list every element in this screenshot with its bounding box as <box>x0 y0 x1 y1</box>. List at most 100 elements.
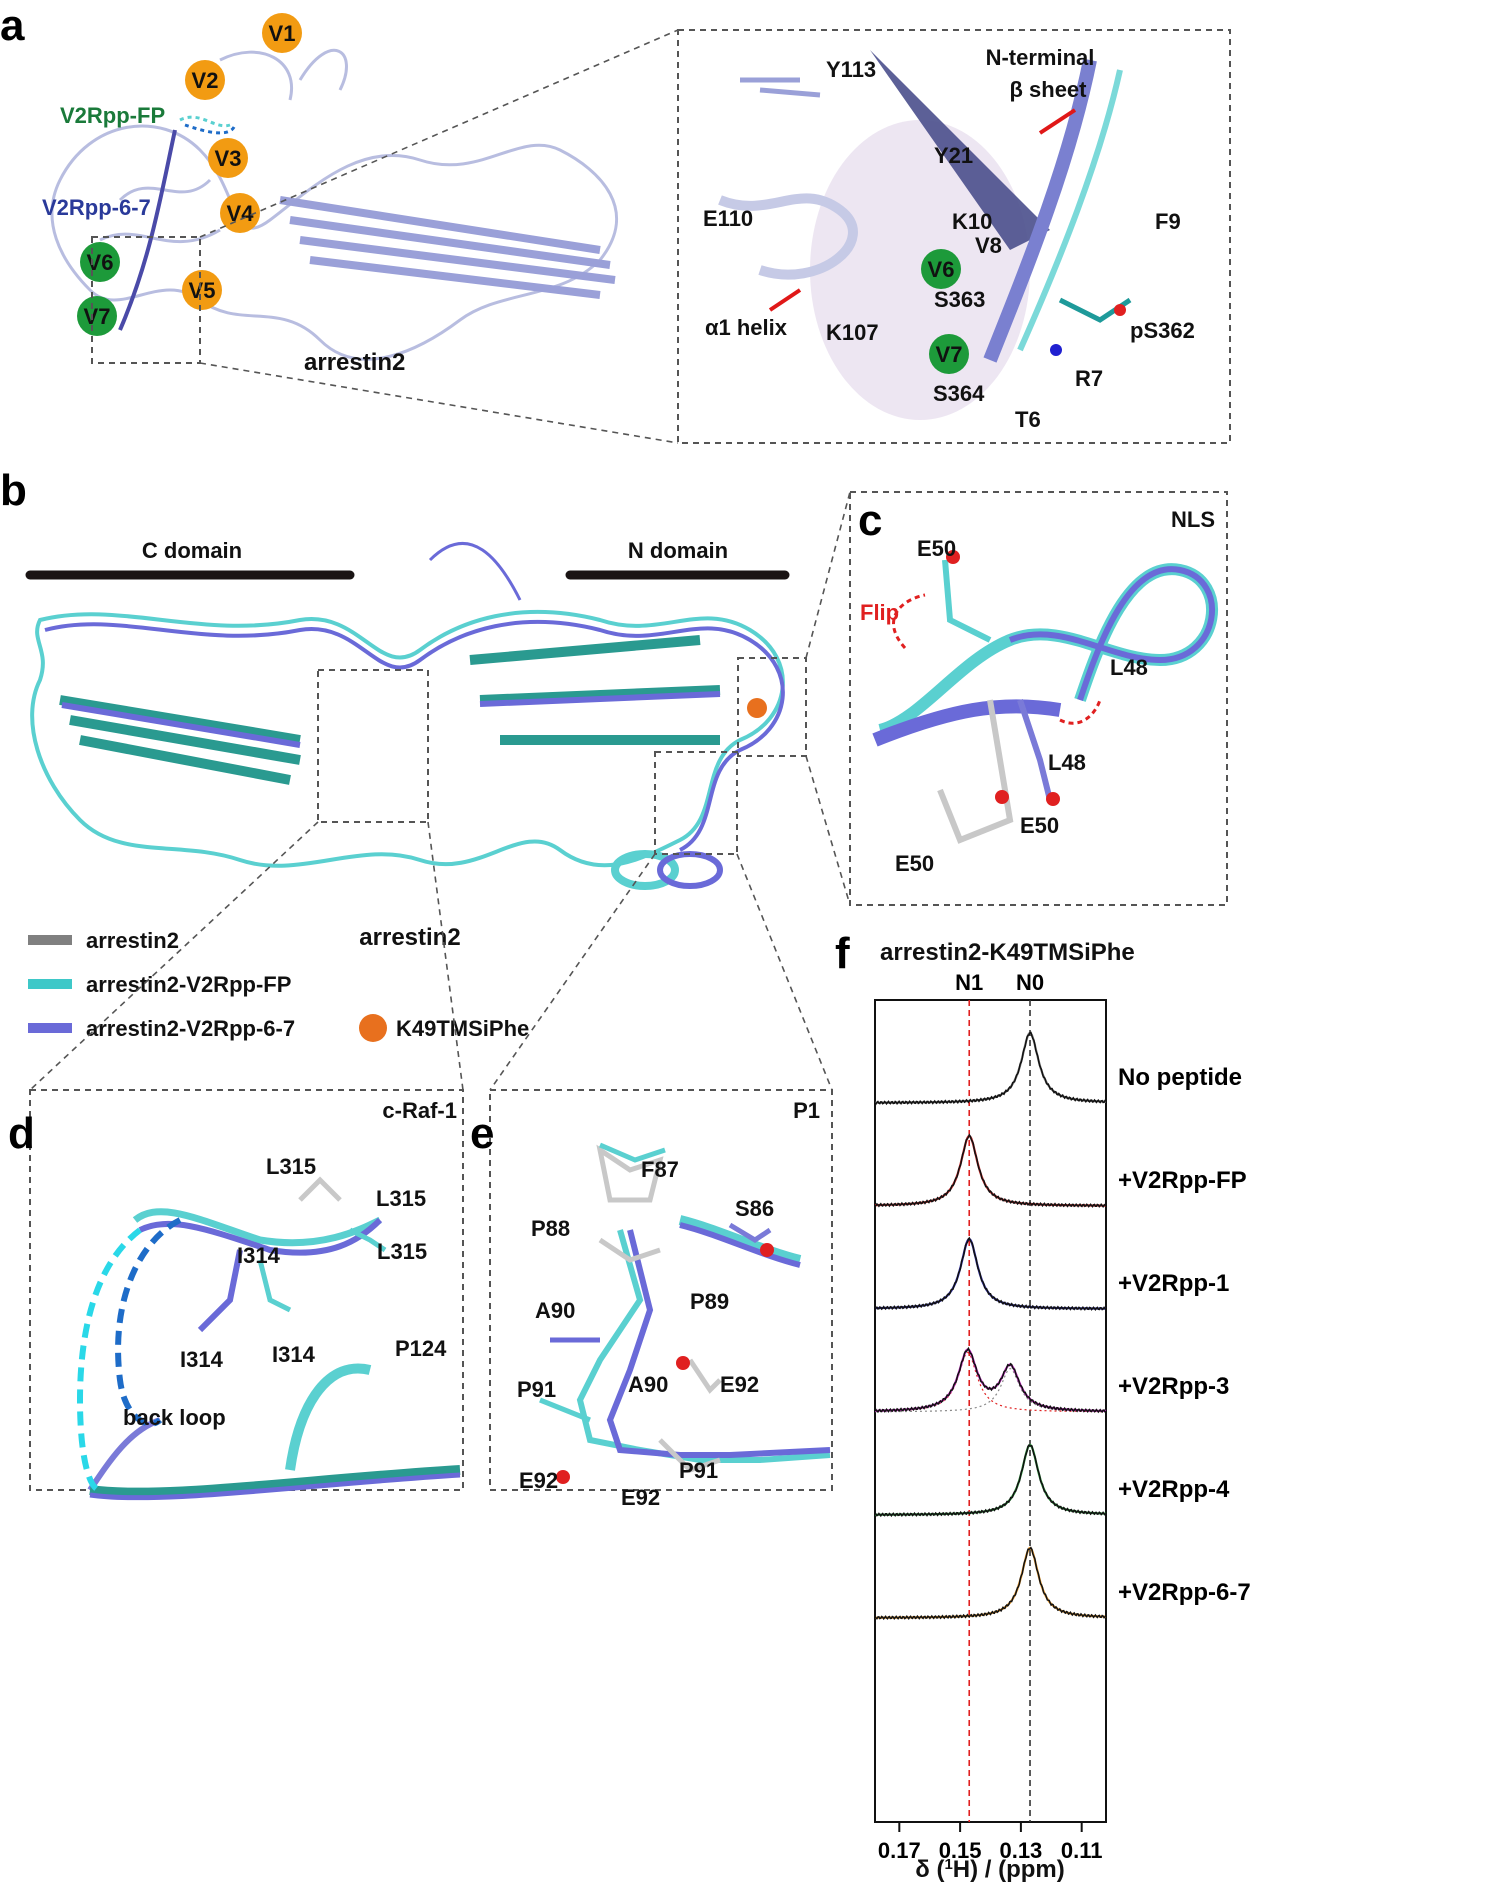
panel-a-inset-structure <box>718 50 1132 420</box>
peak-label-n1: N1 <box>955 970 983 995</box>
label-v8: V8 <box>975 233 1002 258</box>
v2rpp-67-dashed <box>184 123 237 135</box>
label-t6: T6 <box>1015 407 1041 432</box>
label-c-e50-top: E50 <box>917 536 956 561</box>
marker-v6: V6 <box>80 242 120 282</box>
marker-v1: V1 <box>262 13 302 53</box>
spectrum-fit-line <box>875 1031 1107 1104</box>
label-v2rpp-67: V2Rpp-6-7 <box>42 195 151 220</box>
label-e-p89: P89 <box>690 1289 729 1314</box>
zoom-line-c2 <box>805 755 851 906</box>
label-d-p124: P124 <box>395 1336 447 1361</box>
panel-c-structure <box>872 559 1218 844</box>
label-f9: F9 <box>1155 209 1181 234</box>
label-c-e50-c: E50 <box>895 851 934 876</box>
label-ps362: pS362 <box>1130 318 1195 343</box>
zoom-line-a1 <box>199 29 679 238</box>
label-y21: Y21 <box>934 143 973 168</box>
e-atom-3 <box>760 1243 774 1257</box>
spectrum-fit-line <box>875 1134 1106 1207</box>
label-d-i314-b: I314 <box>180 1347 224 1372</box>
label-d-l315-b: L315 <box>376 1186 426 1211</box>
spectrum-line <box>874 1031 1107 1106</box>
zoom-box-a <box>91 236 201 364</box>
panel-a-inset-frame <box>677 29 1231 444</box>
label-e-e92-a: E92 <box>720 1372 759 1397</box>
label-y113: Y113 <box>826 57 876 82</box>
zoom-line-e1 <box>489 853 656 1091</box>
label-s363: S363 <box>934 287 985 312</box>
legend-label-arrestin2: arrestin2 <box>86 928 179 953</box>
label-c-e50-b: E50 <box>1020 813 1059 838</box>
label-d-i314-a: I314 <box>237 1243 281 1268</box>
label-c-l48-a: L48 <box>1110 655 1148 680</box>
legend-label-sphere: K49TMSiPhe <box>396 1016 529 1041</box>
x-tick-label: 0.17 <box>878 1838 921 1863</box>
spectrum-fit-line <box>875 1546 1107 1619</box>
x-tick-label: 0.13 <box>999 1838 1042 1863</box>
zoom-box-d <box>317 669 429 823</box>
label-n-domain: N domain <box>628 538 728 563</box>
series-label: +V2Rpp-6-7 <box>1118 1579 1251 1606</box>
c-atom-3 <box>1046 792 1060 806</box>
svg-text:V3: V3 <box>215 146 242 171</box>
label-d-i314-c: I314 <box>272 1342 316 1367</box>
legend-sphere-icon <box>359 1014 387 1042</box>
marker-v7: V7 <box>77 296 117 336</box>
spectrum-line <box>874 1546 1107 1621</box>
zoom-line-d2 <box>427 821 464 1091</box>
spectrum-line <box>874 1236 1107 1311</box>
label-d-l315-a: L315 <box>266 1154 316 1179</box>
label-d-l315-c: L315 <box>377 1239 427 1264</box>
label-n-terminal: N-terminal <box>986 45 1095 70</box>
series-label: +V2Rpp-3 <box>1118 1373 1229 1400</box>
label-e-f87: F87 <box>641 1157 679 1182</box>
e-atom-1 <box>556 1470 570 1484</box>
e-atom-2 <box>676 1356 690 1370</box>
label-e-p91-b: P91 <box>679 1458 718 1483</box>
zoom-line-a2 <box>199 362 679 444</box>
component-peak <box>875 1351 1106 1413</box>
panel-b-letter: b <box>0 466 27 515</box>
c-atom-1 <box>946 550 960 564</box>
k49tmsiphe-sphere-b <box>747 698 767 718</box>
zoom-box-c <box>737 657 807 757</box>
panel-a-letter: a <box>0 1 25 50</box>
panel-f-letter: f <box>835 929 850 978</box>
marker-v3: V3 <box>208 138 248 178</box>
panel-e-structure <box>539 1142 831 1473</box>
marker-v5: V5 <box>182 270 222 310</box>
label-e-e92-c: E92 <box>621 1485 660 1510</box>
panel-d-letter: d <box>8 1109 35 1158</box>
zoom-line-e2 <box>736 853 833 1091</box>
label-arrestin2-a: arrestin2 <box>304 349 405 376</box>
label-e-e92-b: E92 <box>519 1468 558 1493</box>
svg-text:V7: V7 <box>84 304 111 329</box>
svg-text:V2: V2 <box>192 68 219 93</box>
label-flip: Flip <box>860 600 899 625</box>
label-k10: K10 <box>952 209 992 234</box>
label-beta-sheet: β sheet <box>1009 77 1087 102</box>
panel-e-frame <box>489 1089 833 1491</box>
series-label: +V2Rpp-4 <box>1118 1476 1230 1503</box>
series-label: No peptide <box>1118 1064 1242 1091</box>
arrow-beta-sheet <box>1038 108 1077 135</box>
series-label: +V2Rpp-1 <box>1118 1270 1229 1297</box>
label-r7: R7 <box>1075 366 1103 391</box>
label-e-p88: P88 <box>531 1216 570 1241</box>
spectrum-fit-line <box>875 1443 1107 1516</box>
svg-text:V5: V5 <box>189 278 216 303</box>
label-e-p91-a: P91 <box>517 1377 556 1402</box>
panel-c-title: NLS <box>1171 507 1215 532</box>
panel-b-structure <box>30 541 785 890</box>
chart-title: arrestin2-K49TMSiPhe <box>880 939 1135 966</box>
zoom-box-e <box>654 751 738 855</box>
label-v6-inset: V6 <box>928 257 955 282</box>
label-v7-inset: V7 <box>936 342 963 367</box>
spectrum-line <box>874 1133 1107 1208</box>
spectrum-line <box>874 1346 1107 1414</box>
legend-label-67: arrestin2-V2Rpp-6-7 <box>86 1016 295 1041</box>
label-e110: E110 <box>703 206 753 231</box>
